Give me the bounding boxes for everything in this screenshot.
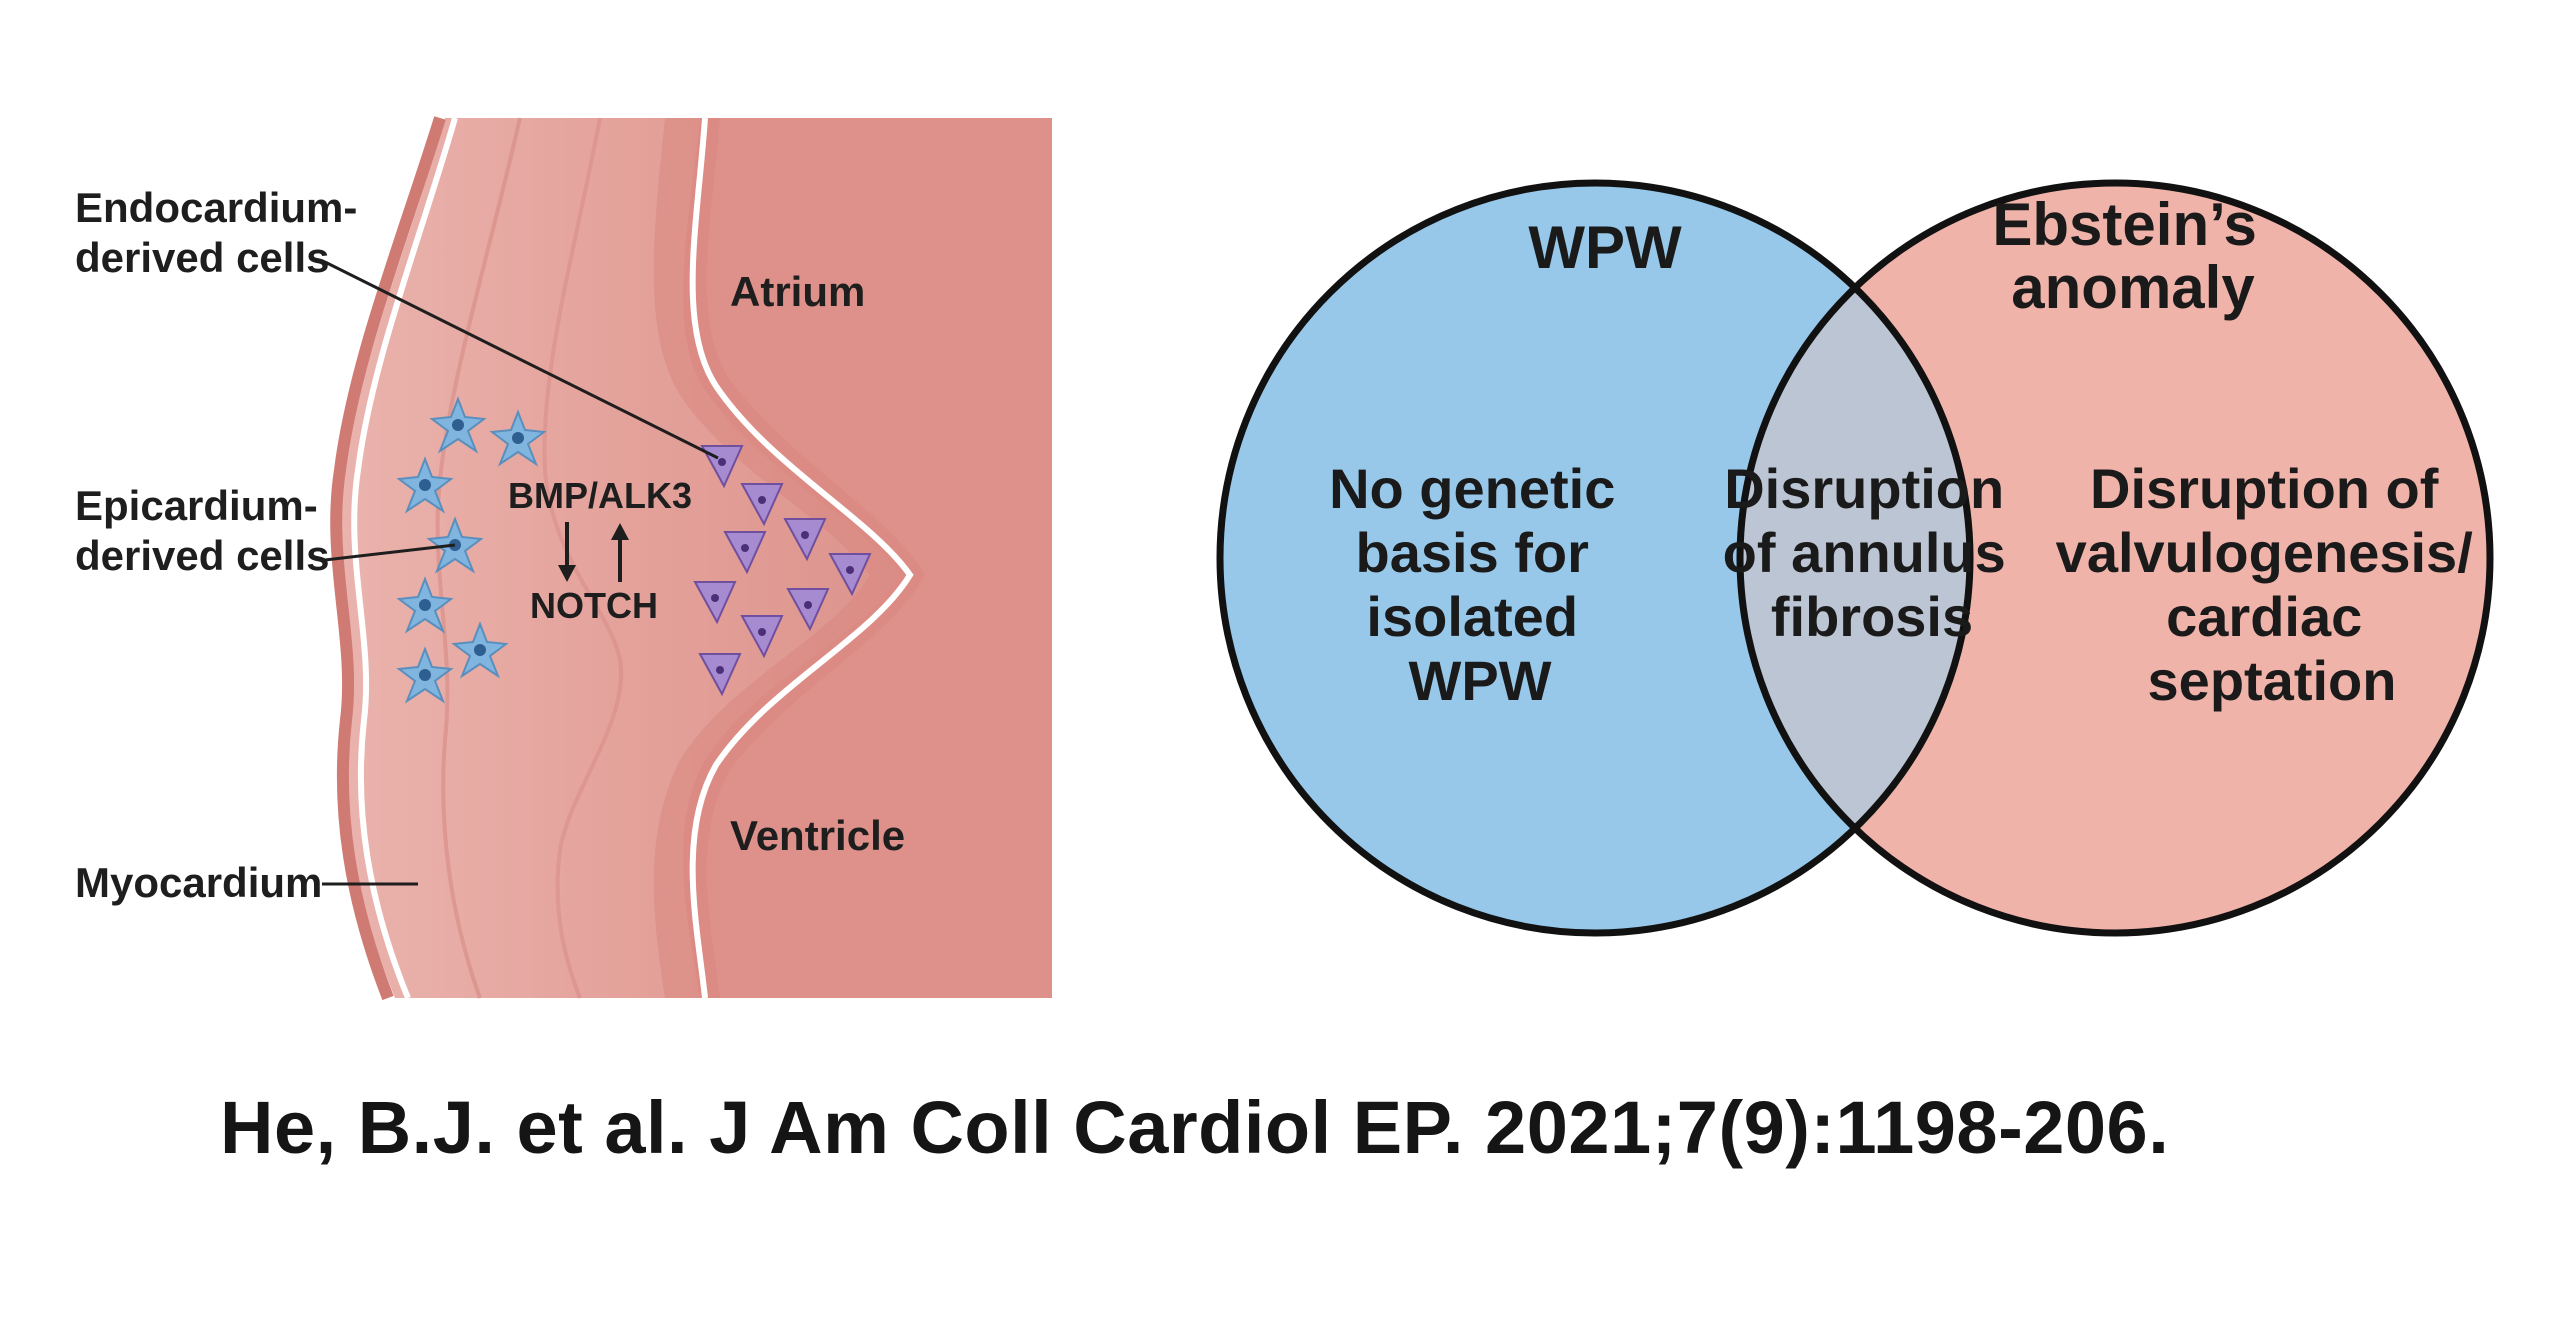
endocardial-cell [828, 553, 872, 597]
endocardium-label: Endocardium- derived cells [75, 184, 369, 281]
endocardial-cell [693, 581, 737, 625]
endocardial-cell [740, 483, 784, 527]
notch-label: NOTCH [530, 585, 658, 626]
epicardial-cell [429, 396, 487, 454]
outer-edge [330, 116, 446, 1001]
ebstein-title: Ebstein’s anomaly [1992, 191, 2273, 321]
inner-tissue-band [653, 118, 925, 998]
endocardium-leader-line [324, 260, 719, 460]
epicardial-cell [396, 646, 454, 704]
bmp-alk3-label: BMP/ALK3 [508, 475, 692, 516]
ebstein-circle [1740, 183, 2490, 933]
anatomy-panel: Endocardium- derived cells Epicardium- d… [75, 116, 1052, 1001]
overlap-body: Disruption of annulus fibrosis [1723, 457, 2022, 648]
epicardial-cell [489, 409, 547, 467]
wpw-circle-outline [1216, 179, 1974, 937]
wpw-title: WPW [1528, 214, 1682, 281]
endocardial-cell [723, 531, 767, 575]
endocardial-line [689, 117, 914, 999]
ventricle-label: Ventricle [730, 812, 905, 859]
epicardial-cell [451, 621, 509, 679]
ebstein-body: Disruption of valvulogenesis/ cardiac se… [2056, 457, 2489, 712]
epicardial-cell [396, 456, 454, 514]
atrium-label: Atrium [730, 268, 865, 315]
epicardial-line [351, 117, 458, 1000]
myocardium-striation [435, 117, 522, 999]
endocardial-cell [698, 653, 742, 697]
endocardial-cell [783, 518, 827, 562]
endocardial-cell [740, 615, 784, 659]
venn-diagram: WPW Ebstein’s anomaly No genetic basis f… [1216, 179, 2494, 937]
ebstein-circle-outline [1736, 179, 2494, 937]
endocardial-cells [693, 445, 872, 697]
up-arrow-icon [611, 523, 629, 582]
epicardial-cell [396, 576, 454, 634]
myocardium-label: Myocardium [75, 859, 322, 906]
wpw-body: No genetic basis for isolated WPW [1329, 457, 1631, 712]
endocardial-cell [786, 588, 830, 632]
myocardium-striation [542, 117, 624, 999]
epicardium-leader-line [324, 543, 456, 562]
epicardial-cells [396, 396, 547, 704]
down-arrow-icon [558, 522, 576, 582]
epicardium-label: Epicardium- derived cells [75, 482, 329, 579]
citation: He, B.J. et al. J Am Coll Cardiol EP. 20… [220, 1086, 2170, 1169]
wpw-circle [1220, 183, 1970, 933]
